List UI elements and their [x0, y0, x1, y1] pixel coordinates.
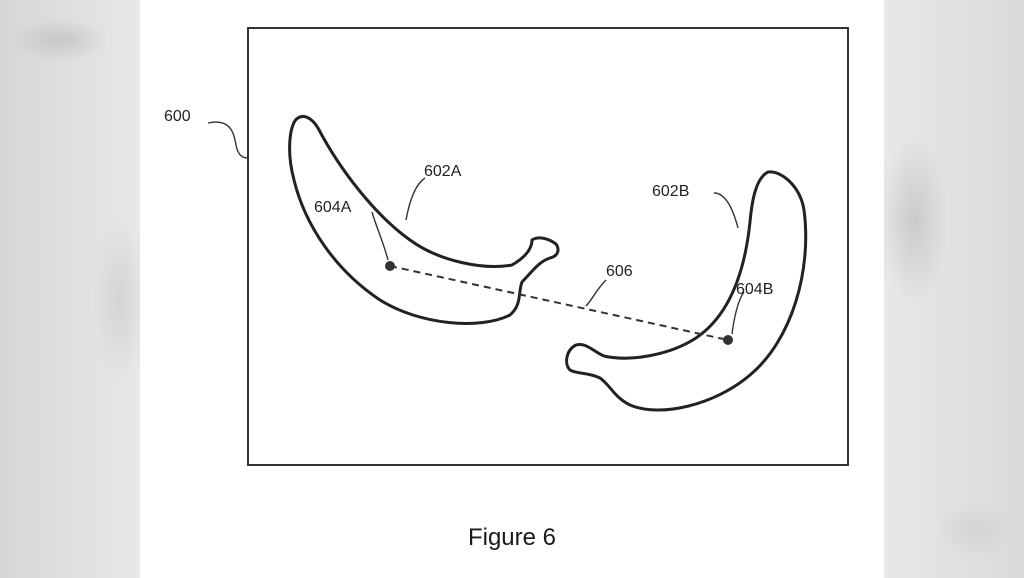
banana-b-leader-line	[713, 192, 739, 229]
centroid-point-b	[723, 335, 733, 345]
banana-outline-a	[288, 114, 560, 325]
point-a-leader-line	[371, 211, 389, 261]
frame-label: 600	[164, 108, 191, 125]
blurred-background-right	[884, 0, 1024, 578]
banana-a-leader-line	[405, 177, 426, 221]
connector-dashed-line	[389, 265, 729, 341]
banana-b-label: 602B	[652, 183, 689, 200]
figure-caption: Figure 6	[467, 524, 557, 551]
banana-a-label: 602A	[424, 163, 462, 180]
frame-leader-line	[207, 121, 249, 159]
point-b-label: 604B	[736, 281, 773, 298]
blurred-background-left	[0, 0, 140, 578]
banana-outline-b	[565, 170, 808, 412]
point-a-label: 604A	[314, 199, 352, 216]
image-frame	[247, 27, 849, 466]
figure-drawing: 600 602A 604A 602B 604B 606	[164, 27, 849, 466]
centroid-point-a	[385, 261, 395, 271]
connector-label: 606	[606, 263, 633, 280]
patent-figure-sheet: 600 602A 604A 602B 604B 606 Figure 6	[140, 0, 884, 578]
point-b-leader-line	[731, 291, 745, 335]
connector-leader-line	[585, 279, 607, 307]
